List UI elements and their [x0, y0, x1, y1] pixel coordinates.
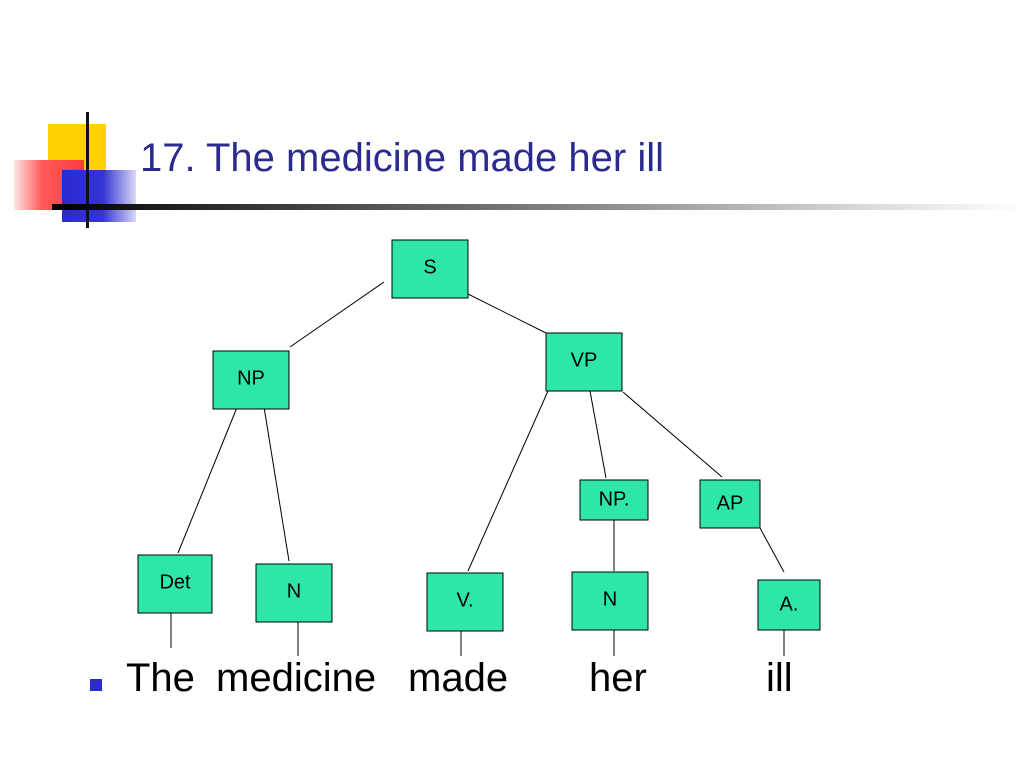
tree-node-label: AP — [717, 492, 744, 514]
vertical-rule — [86, 112, 89, 228]
slide-title: 17. The medicine made her ill — [140, 136, 664, 180]
tree-node-s: S — [391, 239, 469, 299]
tree-node-v: V. — [426, 572, 504, 632]
tree-node-label: A. — [780, 593, 799, 615]
tree-node-box — [391, 239, 469, 299]
tree-node-label: VP — [571, 349, 598, 371]
tree-node-label: NP. — [599, 488, 630, 510]
tree-node-box — [579, 479, 649, 521]
tree-node-n2: N — [571, 571, 649, 631]
tree-node-np2: NP. — [579, 479, 649, 521]
tree-node-box — [757, 579, 821, 631]
edge-np-n1 — [263, 406, 290, 562]
edge-vp-np2 — [589, 390, 607, 479]
tree-node-box — [545, 332, 623, 392]
tree-node-label: V. — [456, 589, 473, 611]
edge-ap-a — [759, 527, 785, 573]
tree-node-ap: AP — [699, 479, 761, 529]
bullet-square-icon — [90, 679, 102, 691]
word-medicine: medicine — [216, 656, 377, 700]
tree-node-n1: N — [255, 563, 333, 623]
tree-node-a: A. — [757, 579, 821, 631]
tree-node-box — [699, 479, 761, 529]
tree-node-box — [571, 571, 649, 631]
word-her: her — [589, 656, 647, 700]
tree-node-np: NP — [212, 350, 290, 410]
title-underline-rule — [52, 204, 1024, 210]
edge-s-np — [289, 281, 385, 348]
tree-node-box — [212, 350, 290, 410]
tree-node-det: Det — [137, 554, 213, 614]
word-ill: ill — [766, 656, 793, 700]
tree-node-box — [426, 572, 504, 632]
blue-square-decoration — [62, 170, 136, 222]
tree-node-label: Det — [159, 571, 191, 593]
tree-node-label: S — [423, 256, 436, 278]
word-the: The — [126, 656, 195, 700]
tree-node-box — [255, 563, 333, 623]
tree-node-vp: VP — [545, 332, 623, 392]
edge-vp-v — [467, 390, 549, 572]
edge-np-det — [177, 399, 241, 554]
edge-vp-ap — [622, 391, 723, 478]
edge-s-vp — [459, 289, 549, 335]
tree-node-label: NP — [237, 367, 265, 389]
word-made: made — [408, 656, 509, 700]
tree-node-box — [137, 554, 213, 614]
tree-node-label: N — [603, 588, 617, 610]
tree-node-label: N — [287, 580, 301, 602]
